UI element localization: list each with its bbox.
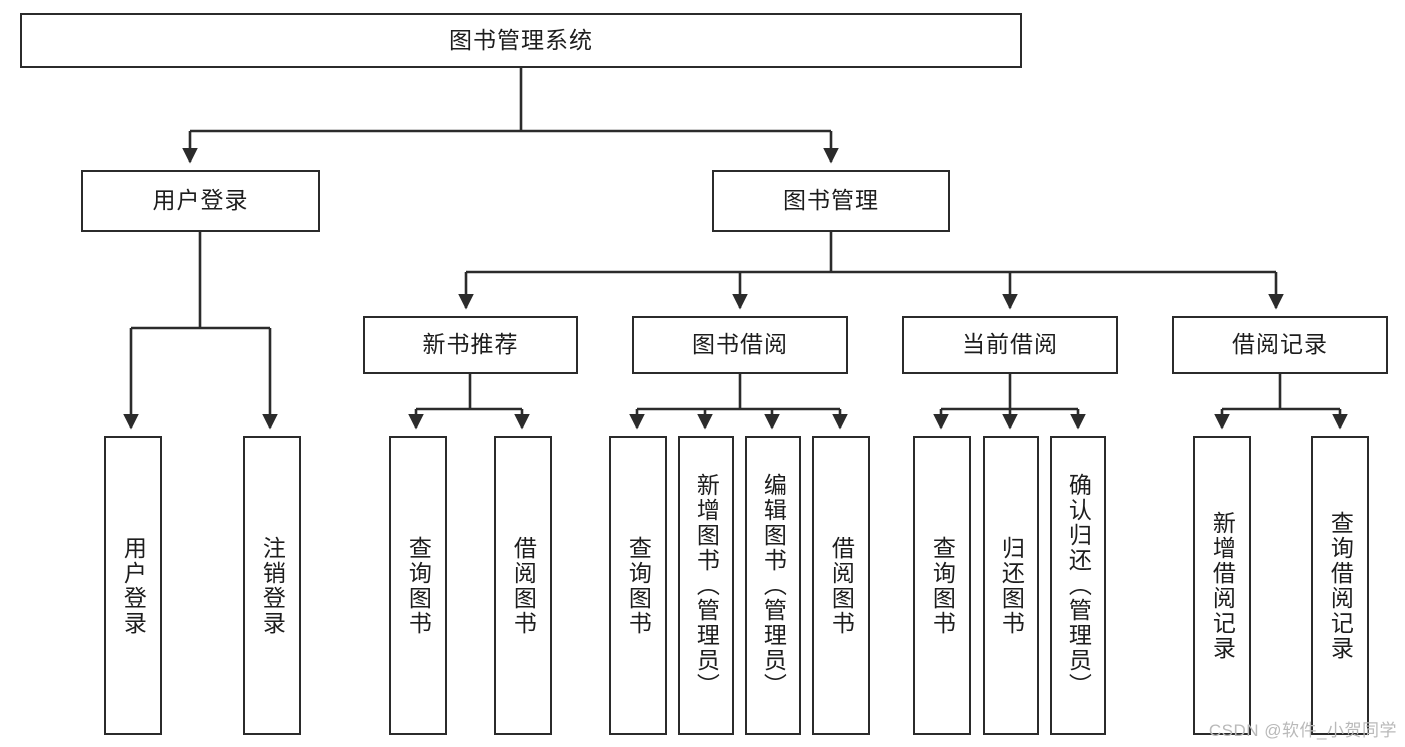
node-label: 确认归还（管理员） — [1065, 473, 1092, 698]
node-label: 归还图书 — [998, 535, 1025, 636]
leaf-confirm-return-admin[interactable]: 确认归还（管理员） — [1050, 436, 1106, 735]
node-new-book-recommendation[interactable]: 新书推荐 — [363, 316, 578, 374]
node-borrow-record[interactable]: 借阅记录 — [1172, 316, 1388, 374]
leaf-query-book-borrow[interactable]: 查询图书 — [609, 436, 667, 735]
node-label: 图书管理 — [783, 187, 879, 214]
node-label: 借阅图书 — [828, 535, 855, 636]
node-label: 借阅记录 — [1232, 331, 1328, 358]
node-label: 查询借阅记录 — [1327, 510, 1354, 661]
leaf-user-logout[interactable]: 注销登录 — [243, 436, 301, 735]
node-label: 查询图书 — [625, 535, 652, 636]
node-current-borrow[interactable]: 当前借阅 — [902, 316, 1118, 374]
leaf-edit-book-admin[interactable]: 编辑图书（管理员） — [745, 436, 801, 735]
node-label: 当前借阅 — [962, 331, 1058, 358]
leaf-query-book-new-rec[interactable]: 查询图书 — [389, 436, 447, 735]
csdn-watermark: CSDN @软件_小贺同学 — [1208, 721, 1397, 740]
leaf-query-borrow-record[interactable]: 查询借阅记录 — [1311, 436, 1369, 735]
leaf-user-login[interactable]: 用户登录 — [104, 436, 162, 735]
node-label: 图书借阅 — [692, 331, 788, 358]
node-label: 查询图书 — [929, 535, 956, 636]
leaf-query-book-current[interactable]: 查询图书 — [913, 436, 971, 735]
leaf-return-book[interactable]: 归还图书 — [983, 436, 1039, 735]
node-label: 借阅图书 — [510, 535, 537, 636]
leaf-add-book-admin[interactable]: 新增图书（管理员） — [678, 436, 734, 735]
node-label: 图书管理系统 — [449, 26, 593, 53]
node-user-login[interactable]: 用户登录 — [81, 170, 320, 232]
node-label: 注销登录 — [259, 535, 286, 636]
leaf-add-borrow-record[interactable]: 新增借阅记录 — [1193, 436, 1251, 735]
leaf-borrow-book-new-rec[interactable]: 借阅图书 — [494, 436, 552, 735]
node-label: 新增图书（管理员） — [693, 473, 720, 698]
node-book-borrow[interactable]: 图书借阅 — [632, 316, 848, 374]
node-book-management[interactable]: 图书管理 — [712, 170, 950, 232]
node-label: 用户登录 — [120, 535, 147, 636]
node-label: 查询图书 — [405, 535, 432, 636]
node-label: 新增借阅记录 — [1209, 510, 1236, 661]
leaf-borrow-book-borrow[interactable]: 借阅图书 — [812, 436, 870, 735]
node-label: 新书推荐 — [422, 331, 519, 358]
node-root-book-management-system[interactable]: 图书管理系统 — [20, 13, 1022, 68]
node-label: 编辑图书（管理员） — [760, 473, 787, 698]
node-label: 用户登录 — [152, 187, 249, 214]
